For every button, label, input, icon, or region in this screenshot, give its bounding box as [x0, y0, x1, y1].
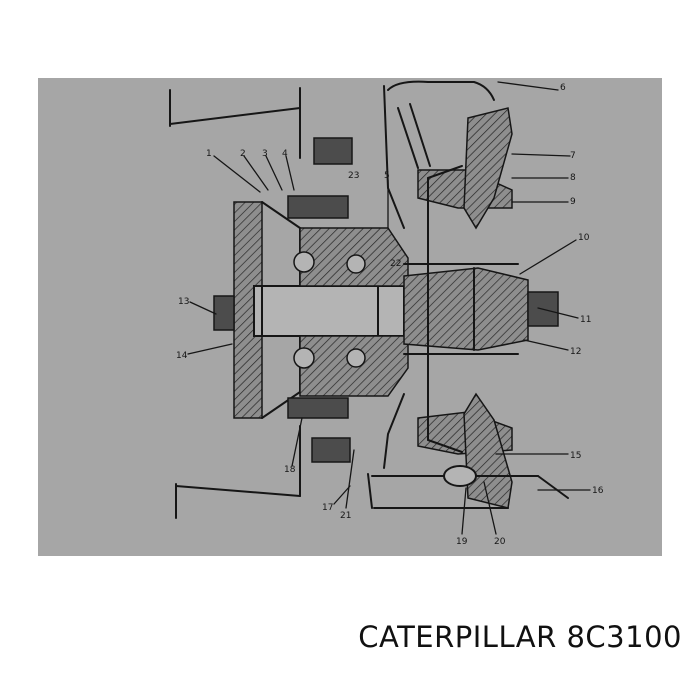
part-label: 22	[390, 259, 401, 269]
part-label: 20	[494, 537, 506, 547]
part-label: 9	[570, 197, 576, 207]
part-label: 1	[206, 149, 212, 159]
part-label: 5	[384, 171, 390, 181]
part-label: 8	[570, 173, 576, 183]
part-label: 6	[560, 83, 566, 93]
part-label: 15	[570, 451, 581, 461]
part-label: 18	[284, 465, 296, 475]
pump-shaft	[253, 285, 405, 337]
bottom-left-leader	[175, 425, 301, 519]
top-left-leader	[169, 87, 301, 159]
part-label: 3	[262, 149, 268, 159]
part-number-labels: 1 2 3 4 5 6 7 8 9 10 11 12 13 14 15 16 1…	[176, 83, 604, 547]
part-label: 17	[322, 503, 333, 513]
part-label: 11	[580, 315, 591, 325]
diagram-canvas: 1 2 3 4 5 6 7 8 9 10 11 12 13 14 15 16 1…	[38, 78, 662, 556]
part-label: 21	[340, 511, 351, 521]
part-label: 10	[578, 233, 590, 243]
part-label: 4	[282, 149, 288, 159]
product-caption: CATERPILLAR 8C3100	[358, 620, 682, 654]
part-label: 12	[570, 347, 581, 357]
part-label: 19	[456, 537, 468, 547]
part-label: 14	[176, 351, 188, 361]
part-label: 16	[592, 486, 604, 496]
exploded-parts-diagram: 1 2 3 4 5 6 7 8 9 10 11 12 13 14 15 16 1…	[38, 78, 662, 556]
bearing-housing	[287, 137, 409, 463]
part-label: 23	[348, 171, 359, 181]
hose-elbow	[387, 80, 495, 169]
part-label: 7	[570, 151, 576, 161]
part-label: 13	[178, 297, 189, 307]
bottom-clamp	[367, 465, 569, 509]
leader-lines	[187, 81, 591, 535]
part-label: 2	[240, 149, 246, 159]
